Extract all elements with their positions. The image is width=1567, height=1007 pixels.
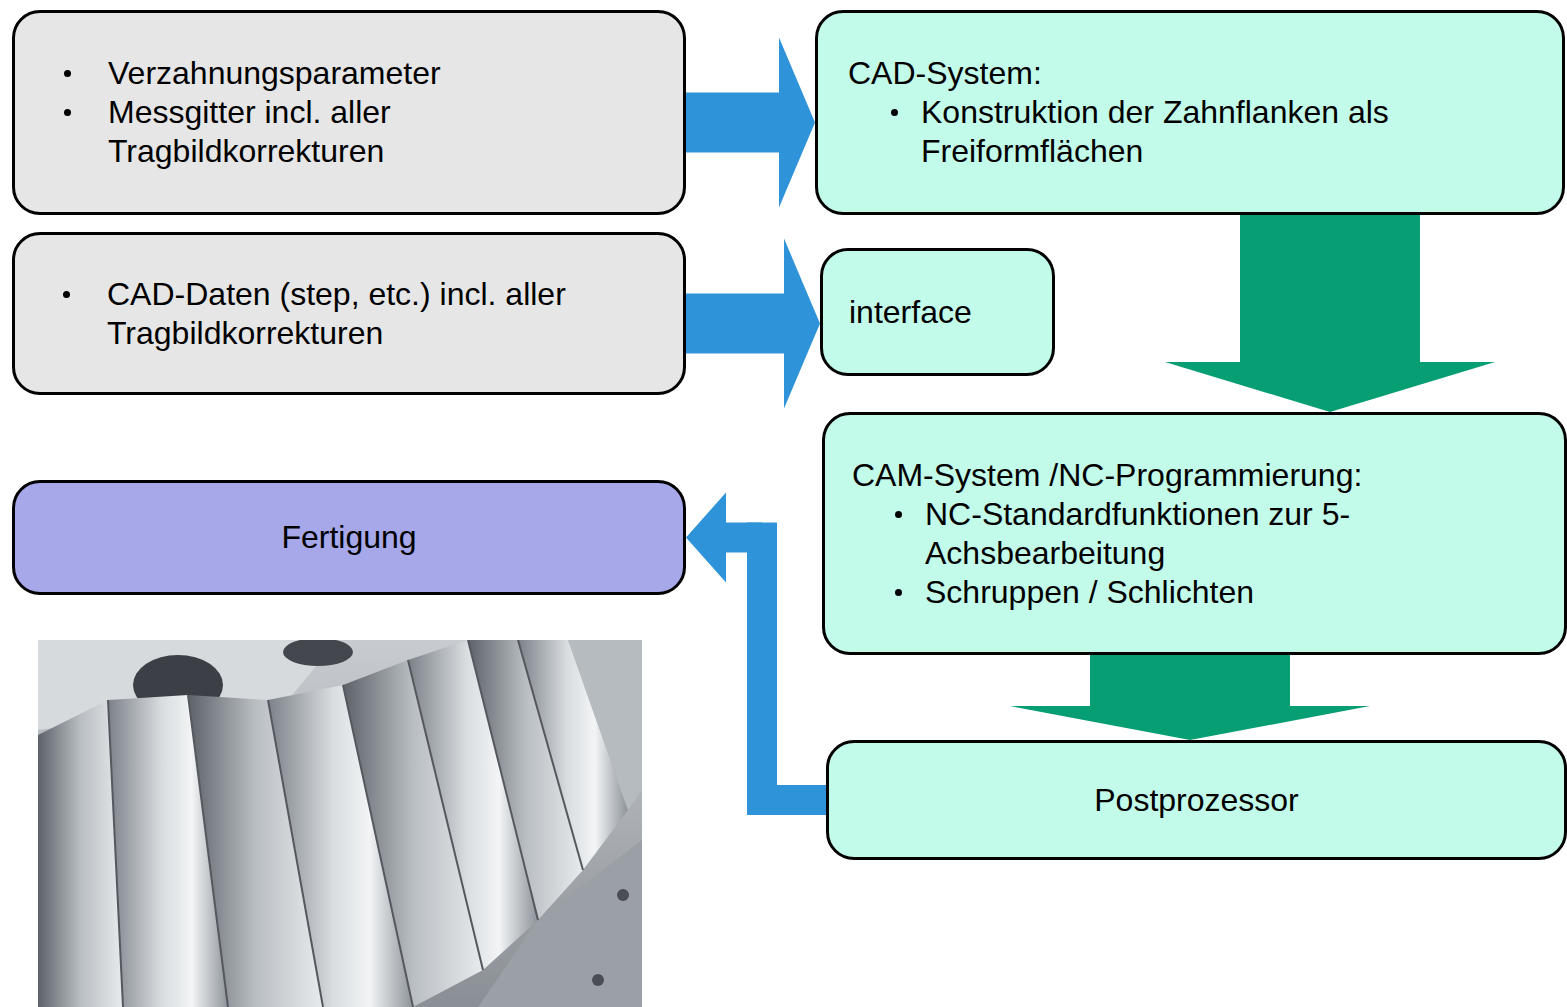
bullet-dot	[895, 511, 902, 518]
text-row: Konstruktion der Zahnflanken als Freifor…	[848, 93, 1542, 171]
box-text: CAD-Daten (step, etc.) incl. aller Tragb…	[107, 275, 663, 353]
text-row: Verzahnungsparameter	[108, 54, 663, 93]
text-row: CAM-System /NC-Programmierung:	[852, 456, 1544, 495]
bullet-dot	[64, 70, 71, 77]
flow-arrow	[686, 493, 826, 801]
flow-arrow	[1165, 215, 1495, 412]
text-row: Fertigung	[35, 518, 663, 557]
process-box: CAM-System /NC-Programmierung:NC-Standar…	[822, 412, 1567, 655]
box-heading: CAD-System:	[848, 54, 1542, 93]
process-box: Postprozessor	[826, 740, 1567, 860]
process-box: interface	[820, 248, 1055, 376]
process-box: CAD-Daten (step, etc.) incl. aller Tragb…	[12, 232, 686, 395]
text-row: Postprozessor	[849, 781, 1544, 820]
text-row: interface	[849, 293, 1032, 332]
box-text: Postprozessor	[849, 781, 1544, 820]
text-row: CAD-System:	[848, 54, 1542, 93]
box-text: interface	[849, 293, 1032, 332]
flow-arrow	[686, 38, 815, 208]
text-row: Schruppen / Schlichten	[852, 573, 1544, 612]
box-text: Verzahnungsparameter	[108, 54, 663, 93]
gear-photo	[38, 640, 642, 1007]
box-text: Fertigung	[35, 518, 663, 557]
bullet-dot	[63, 291, 70, 298]
flow-arrow	[686, 239, 820, 409]
process-box: VerzahnungsparameterMessgitter incl. all…	[12, 10, 686, 215]
process-box: CAD-System:Konstruktion der Zahnflanken …	[815, 10, 1565, 215]
flow-arrow	[1010, 655, 1370, 740]
process-box: Fertigung	[12, 480, 686, 595]
box-text: Messgitter incl. aller Tragbildkorrektur…	[108, 93, 663, 171]
box-text: NC-Standardfunktionen zur 5-Achsbearbeit…	[925, 495, 1544, 573]
box-text: Schruppen / Schlichten	[925, 573, 1544, 612]
bullet-dot	[891, 109, 898, 116]
text-row: CAD-Daten (step, etc.) incl. aller Tragb…	[107, 275, 663, 353]
bullet-dot	[895, 589, 902, 596]
bullet-dot	[64, 109, 71, 116]
box-heading: CAM-System /NC-Programmierung:	[852, 456, 1544, 495]
text-row: NC-Standardfunktionen zur 5-Achsbearbeit…	[852, 495, 1544, 573]
text-row: Messgitter incl. aller Tragbildkorrektur…	[108, 93, 663, 171]
box-text: Konstruktion der Zahnflanken als Freifor…	[921, 93, 1542, 171]
